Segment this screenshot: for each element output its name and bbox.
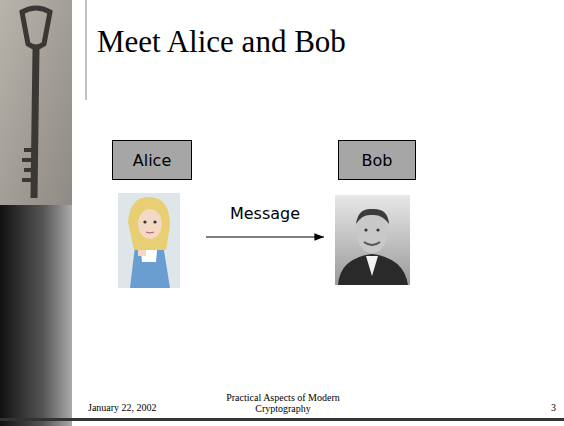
message-arrow <box>206 236 324 237</box>
side-bar <box>0 0 72 426</box>
footer-text: 3 <box>540 402 556 413</box>
slide-title: Meet Alice and Bob <box>97 24 346 60</box>
footer-text: January 22, 2002 <box>88 402 157 413</box>
name-box: Bob <box>338 140 416 180</box>
key-background <box>0 0 72 205</box>
bob-picture <box>335 195 410 285</box>
person-node: Alice <box>112 140 192 290</box>
bottom-rule <box>0 418 564 421</box>
name-box: Alice <box>112 140 192 180</box>
person-node: Bob <box>338 140 416 290</box>
key-picture <box>22 8 50 198</box>
alice-picture <box>118 193 180 288</box>
footer-text: Practical Aspects of Modern Cryptography <box>218 392 348 414</box>
edge-label: Message <box>228 204 302 223</box>
template-rule <box>86 0 87 100</box>
